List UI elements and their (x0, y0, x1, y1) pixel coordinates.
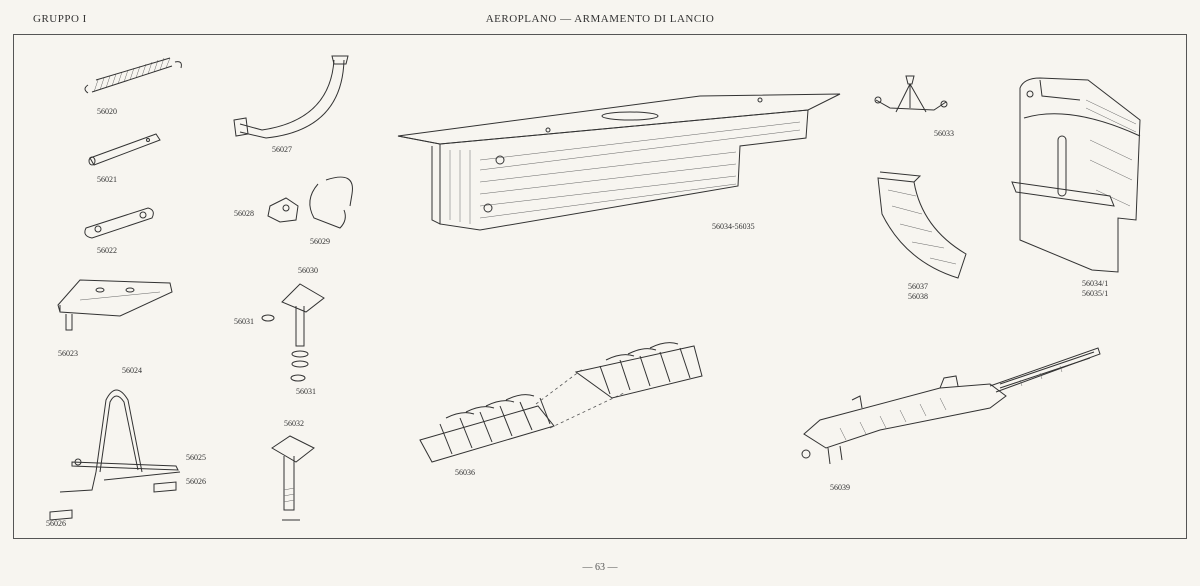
magazine-box-drawing (1011, 77, 1141, 273)
part-number-56034-56035: 56034-56035 (712, 222, 755, 231)
part-number-56032: 56032 (284, 419, 304, 428)
part-number-56035-1: 56035/1 (1082, 289, 1108, 298)
part-number-56022: 56022 (97, 246, 117, 255)
plate-title: AEROPLANO — ARMAMENTO DI LANCIO (485, 13, 715, 25)
part-number-56026-left: 56026 (46, 519, 66, 528)
part-number-56037: 56037 (908, 282, 928, 291)
part-number-56026-right: 56026 (186, 477, 206, 486)
ammunition-box-drawing (397, 93, 841, 231)
part-number-56031-right: 56031 (296, 387, 316, 396)
tripod-fitting-drawing (874, 75, 948, 113)
part-number-56020: 56020 (97, 107, 117, 116)
link-plate-drawing (84, 207, 154, 239)
part-number-56033: 56033 (934, 129, 954, 138)
strap-drawing (233, 55, 349, 139)
part-number-56023: 56023 (58, 349, 78, 358)
part-number-56039: 56039 (830, 483, 850, 492)
pin-drawing (88, 133, 161, 166)
group-label: GRUPPO I (33, 13, 87, 25)
clamp-drawing (267, 176, 353, 229)
spring-drawing (84, 57, 182, 94)
plate-frame (13, 34, 1187, 539)
mounting-bolt-drawing (271, 435, 315, 521)
part-number-56034-1: 56034/1 (1082, 279, 1108, 288)
page-number: — 63 — (582, 562, 618, 573)
part-number-56028: 56028 (234, 209, 254, 218)
part-number-56036: 56036 (455, 468, 475, 477)
hoop-assembly-drawing (49, 389, 181, 521)
part-number-56025: 56025 (186, 453, 206, 462)
part-number-56027: 56027 (272, 145, 292, 154)
bolt-assembly-drawing (261, 283, 325, 382)
feed-chute-drawing (877, 171, 967, 279)
machine-gun-drawing (801, 347, 1101, 465)
part-number-56038: 56038 (908, 292, 928, 301)
bracket-drawing (57, 279, 173, 331)
part-number-56024: 56024 (122, 366, 142, 375)
part-number-56029: 56029 (310, 237, 330, 246)
part-number-56030: 56030 (298, 266, 318, 275)
part-number-56031-left: 56031 (234, 317, 254, 326)
part-number-56021: 56021 (97, 175, 117, 184)
ammunition-belt-drawing (419, 342, 703, 463)
